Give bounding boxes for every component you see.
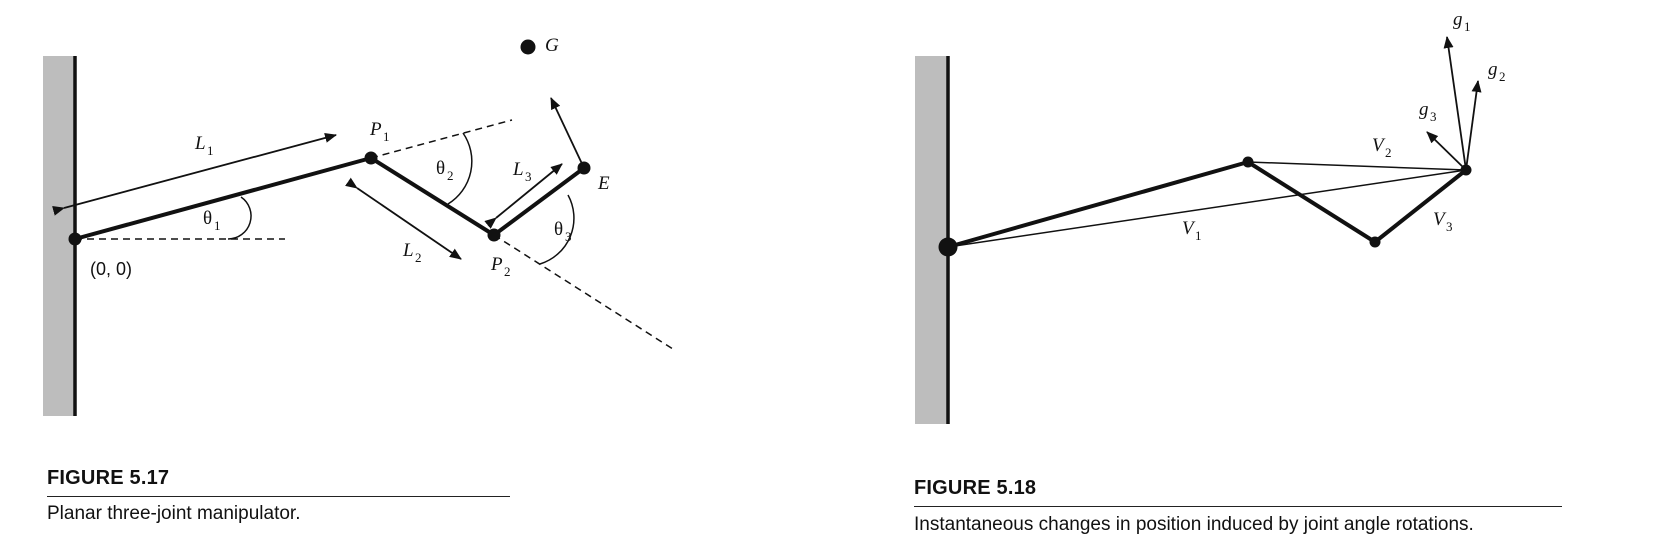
label-v1: V <box>1182 218 1196 239</box>
label-p1: P <box>369 119 382 140</box>
label-v1-sub: 1 <box>1195 228 1202 243</box>
joint-origin <box>68 232 82 246</box>
label-g1: g <box>1453 9 1463 30</box>
label-e: E <box>597 173 610 194</box>
link-1 <box>74 156 372 241</box>
label-theta3: θ <box>554 219 563 240</box>
figure-5-17-caption: Planar three-joint manipulator. <box>47 503 301 524</box>
g1-arrow <box>1443 36 1467 171</box>
label-g2-sub: 2 <box>1499 69 1506 84</box>
l3-arrow <box>484 163 563 229</box>
figure-5-17-title: FIGURE 5.17 <box>47 467 170 489</box>
theta3-arc <box>539 194 575 265</box>
joint-1 <box>1242 156 1254 168</box>
joint-p1 <box>364 151 378 165</box>
label-p2-sub: 2 <box>504 264 511 279</box>
l1-arrow <box>52 133 337 216</box>
label-v3-sub: 3 <box>1446 219 1453 234</box>
label-theta2: θ <box>436 158 445 179</box>
link-3 <box>1373 168 1468 244</box>
label-g3-sub: 3 <box>1430 109 1437 124</box>
figure-5-18-diagram: V 1 V 2 V 3 g 1 g 2 g 3 <box>915 9 1506 424</box>
end-effector-direction-arrow <box>550 97 585 169</box>
label-l3: L <box>512 159 524 180</box>
figure-5-18-rule <box>914 506 1562 507</box>
link-2 <box>1246 160 1377 244</box>
link-2 <box>369 156 496 237</box>
theta2-arc <box>447 132 473 205</box>
label-theta3-sub: 3 <box>565 229 572 244</box>
label-g1-sub: 1 <box>1464 19 1471 34</box>
label-g3: g <box>1419 99 1429 120</box>
label-p1-sub: 1 <box>383 129 390 144</box>
link2-extension-dashed <box>493 234 677 352</box>
label-theta1-sub: 1 <box>214 218 221 233</box>
link-1 <box>947 160 1249 249</box>
label-g2: g <box>1488 59 1498 80</box>
joint-2 <box>1369 236 1381 248</box>
label-p2: P <box>490 254 503 275</box>
figure-5-17-diagram: G E P 1 P 2 L 1 L 2 L 3 θ 1 θ 2 θ 3 (0, … <box>43 35 677 416</box>
label-theta2-sub: 2 <box>447 168 454 183</box>
figure-5-18-title: FIGURE 5.18 <box>914 477 1037 499</box>
label-l3-sub: 3 <box>525 169 532 184</box>
label-l1: L <box>194 133 206 154</box>
label-l2-sub: 2 <box>415 250 422 265</box>
l2-arrow <box>345 177 462 260</box>
label-origin: (0, 0) <box>90 259 132 279</box>
label-l1-sub: 1 <box>207 143 214 158</box>
vector-v2 <box>1247 161 1467 171</box>
g3-arrow <box>1426 131 1467 171</box>
label-theta1: θ <box>203 208 212 229</box>
joint-base <box>938 237 958 257</box>
theta1-arc <box>227 196 252 240</box>
vector-v1 <box>947 169 1467 248</box>
g2-arrow <box>1465 80 1482 171</box>
label-v3: V <box>1433 209 1447 230</box>
joint-p2 <box>487 228 501 242</box>
label-v2: V <box>1372 135 1386 156</box>
label-g: G <box>545 35 559 56</box>
label-l2: L <box>402 240 414 261</box>
goal-point <box>520 39 536 55</box>
figure-5-18-caption: Instantaneous changes in position induce… <box>914 514 1474 535</box>
label-v2-sub: 2 <box>1385 145 1392 160</box>
figure-5-17-rule <box>47 496 510 497</box>
link1-extension-dashed <box>370 119 513 159</box>
